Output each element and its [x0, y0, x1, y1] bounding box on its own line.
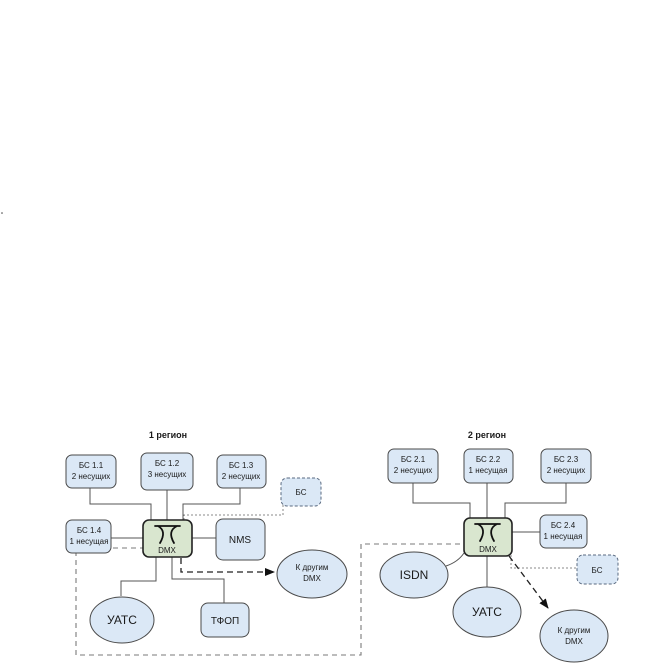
uats-1-node: УАТС [89, 596, 155, 644]
other-dmx-1-line2: DMX [303, 574, 321, 583]
dmx-crossbar-icon [474, 523, 501, 542]
bs-2-3-node: БС 2.3 2 несущих [540, 448, 592, 484]
bs-1-4-node: БС 1.4 1 несущая [65, 519, 112, 554]
tfop-label: ТФОП [211, 616, 239, 627]
bs-1-2-node: БС 1.2 3 несущих [140, 452, 194, 491]
dmx-1-node: DMX [142, 519, 193, 558]
bs-reserve-1-label: БС [296, 488, 307, 497]
nms-node: NMS [215, 518, 266, 561]
bs-1-1-node: БС 1.1 2 несущих [65, 454, 117, 489]
other-dmx-2-node: К другим DMX [539, 609, 609, 663]
bs-1-3-node: БС 1.3 2 несущих [216, 454, 267, 489]
uats-1-label: УАТС [107, 613, 137, 627]
bs-1-1-carriers: 2 несущих [72, 472, 111, 481]
bs-2-1-name: БС 2.1 [401, 455, 426, 464]
bs-1-2-carriers: 3 несущих [148, 470, 187, 479]
region-2-title: 2 регион [468, 430, 506, 440]
bs-2-2-carriers: 1 несущая [469, 466, 508, 475]
link-bs2-1 [412, 483, 471, 518]
bs-reserve-2-label: БС [592, 566, 603, 575]
bs-2-1-node: БС 2.1 2 несущих [387, 448, 439, 484]
other-dmx-1-line1: К другим [296, 563, 329, 572]
region-2-links [412, 483, 577, 609]
dmx-crossbar-icon [154, 525, 181, 544]
dmx-1-label: DMX [158, 546, 176, 555]
link-uats-1 [120, 557, 157, 596]
region-1-title: 1 регион [149, 430, 187, 440]
bs-2-4-node: БС 2.4 1 несущая [539, 514, 588, 549]
bs-1-3-carriers: 2 несущих [222, 472, 261, 481]
region-2: 2 регион БС 2.1 2 несущих БС 2.2 1 несущ… [379, 430, 619, 663]
bs-2-4-carriers: 1 несущая [544, 532, 583, 541]
link-bs2-3 [504, 483, 567, 518]
link-isdn [445, 552, 465, 567]
bs-1-2-name: БС 1.2 [155, 459, 180, 468]
link-tfop [171, 557, 225, 603]
bs-reserve-1-node: БС [280, 477, 322, 507]
link-bs-reserve-2 [510, 547, 577, 569]
other-dmx-1-node: К другим DMX [276, 549, 348, 599]
bs-1-4-name: БС 1.4 [77, 526, 102, 535]
bs-1-1-name: БС 1.1 [79, 461, 104, 470]
nms-label: NMS [229, 535, 252, 546]
tfop-node: ТФОП [200, 602, 250, 638]
dmx-2-label: DMX [479, 545, 497, 554]
dmx-2-node: DMX [463, 517, 513, 557]
link-bs1-1 [89, 488, 152, 520]
arrow-other-dmx-1 [180, 558, 275, 576]
bs-2-3-name: БС 2.3 [554, 455, 579, 464]
region-1: 1 регион БС 1.1 2 несущих БС 1.2 3 несущ… [65, 430, 463, 656]
bs-2-3-carriers: 2 несущих [547, 466, 586, 475]
other-dmx-2-line2: DMX [565, 637, 583, 646]
bs-2-4-name: БС 2.4 [551, 521, 576, 530]
bs-1-3-name: БС 1.3 [229, 461, 254, 470]
bs-1-4-carriers: 1 несущая [70, 537, 109, 546]
bs-2-2-node: БС 2.2 1 несущая [463, 448, 514, 484]
bs-2-2-name: БС 2.2 [476, 455, 501, 464]
other-dmx-2-line1: К другим [558, 626, 591, 635]
isdn-label: ISDN [400, 568, 429, 582]
link-bs1-3 [182, 488, 241, 520]
isdn-node: ISDN [379, 551, 449, 599]
bs-2-1-carriers: 2 несущих [394, 466, 433, 475]
link-bs-reserve-1 [183, 493, 284, 520]
arrow-other-dmx-2 [508, 555, 549, 609]
stray-dot [1, 212, 3, 214]
uats-2-label: УАТС [472, 605, 502, 619]
uats-2-node: УАТС [452, 586, 522, 638]
bs-reserve-2-node: БС [576, 554, 619, 585]
